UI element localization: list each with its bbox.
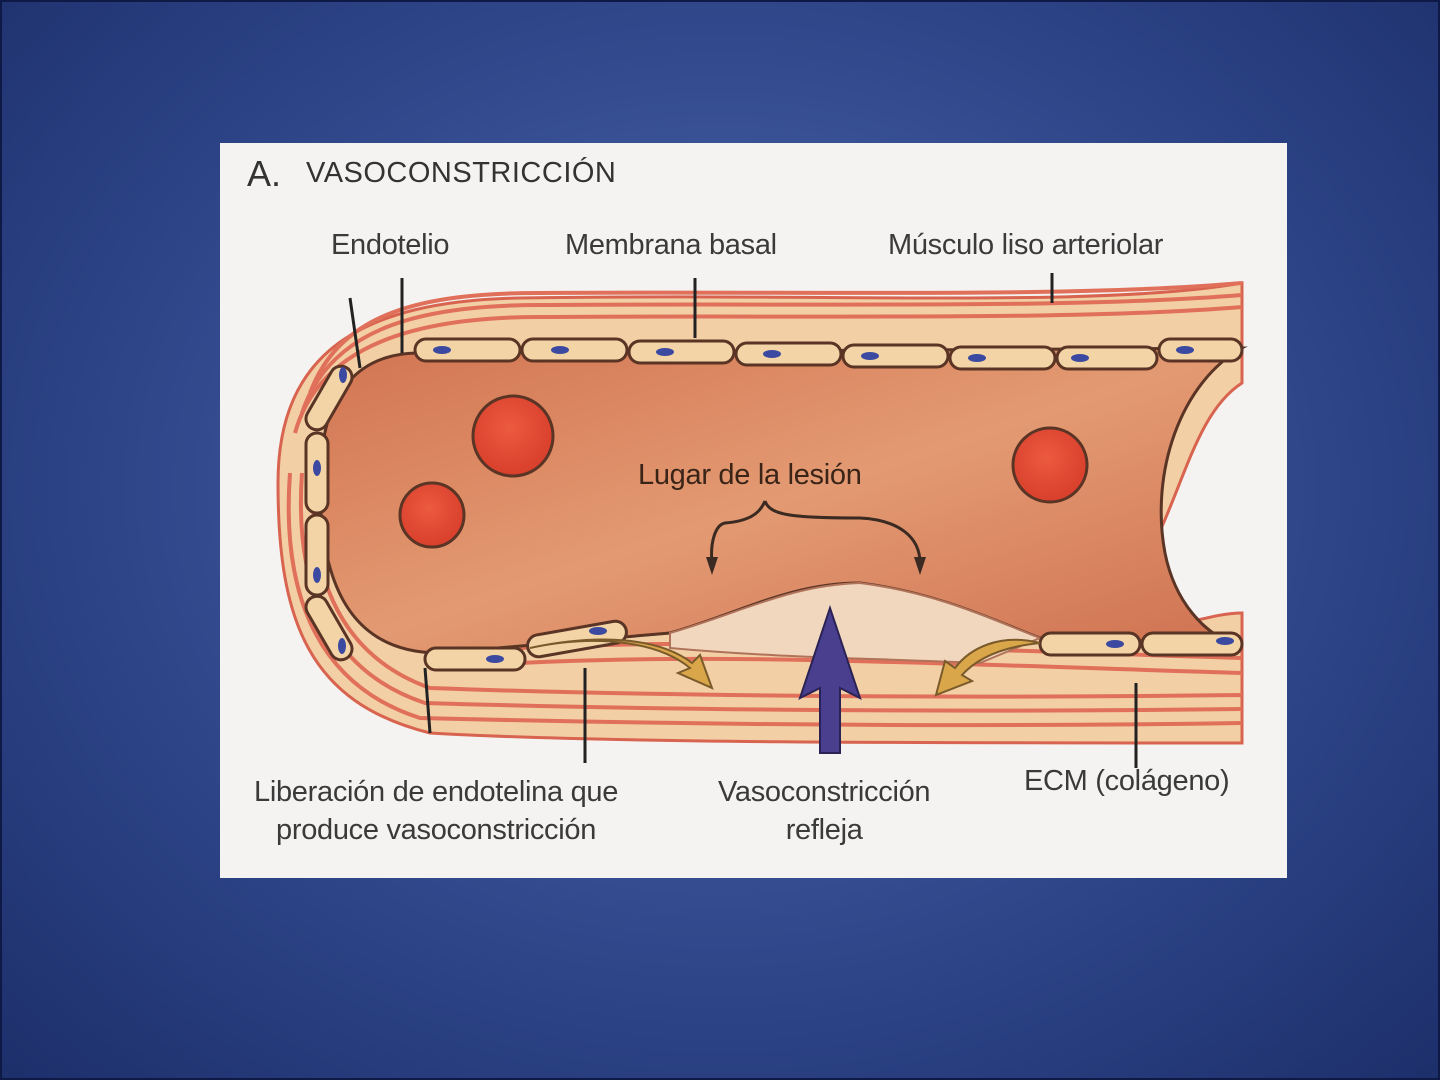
- leader-lines: [348, 273, 1138, 768]
- label-endotelio: Endotelio: [331, 229, 450, 261]
- lesion-site: [669, 581, 1043, 665]
- nuclei-top: [433, 346, 1194, 362]
- endothelial-cells-top: [413, 337, 1244, 371]
- label-liberacion-endotelina: Liberación de endotelina que produce vas…: [254, 776, 619, 846]
- endothelin-arrow-right: [934, 638, 1041, 697]
- vasoconstriction-figure: A. VASOCONSTRICCIÓN Endotelio Membrana b…: [220, 143, 1287, 878]
- label-musculo-liso: Músculo liso arteriolar: [888, 229, 1164, 261]
- panel-letter: A.: [247, 153, 282, 194]
- reflex-vasoconstriction-arrow: [798, 604, 862, 754]
- endothelial-cells-bottom: [423, 619, 1244, 672]
- figure-title: VASOCONSTRICCIÓN: [306, 157, 617, 189]
- label-ecm: ECM (colágeno): [1024, 765, 1230, 797]
- label-vasoconstriccion-refleja: Vasoconstricción refleja: [718, 776, 931, 846]
- red-blood-cells: [398, 394, 1089, 549]
- label-membrana-basal: Membrana basal: [565, 229, 777, 261]
- lesion-brace: [710, 500, 767, 564]
- endothelin-arrow-left: [529, 638, 714, 690]
- label-lugar-lesion: Lugar de la lesión: [638, 459, 862, 491]
- blood-vessel-illustration: [276, 273, 1248, 768]
